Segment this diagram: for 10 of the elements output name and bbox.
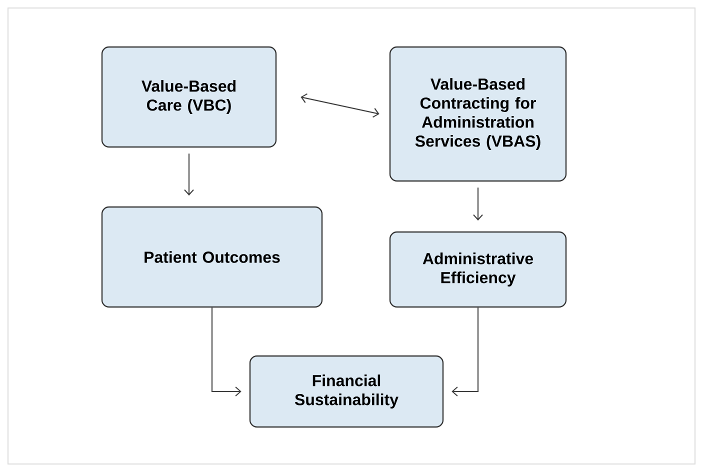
process-box: Patient Outcomes — [101, 206, 323, 308]
arrow — [211, 308, 242, 396]
process-box: Value-Based Contracting for Administration Services (VBAS) — [389, 46, 567, 182]
arrow — [300, 93, 380, 118]
arrow — [473, 188, 483, 221]
process-box: Value-Based Care (VBC) — [101, 46, 277, 148]
process-box: Financial Sustainability — [249, 355, 444, 428]
arrow — [452, 308, 479, 396]
arrow — [184, 154, 194, 196]
process-box: Administrative Efficiency — [389, 231, 567, 308]
